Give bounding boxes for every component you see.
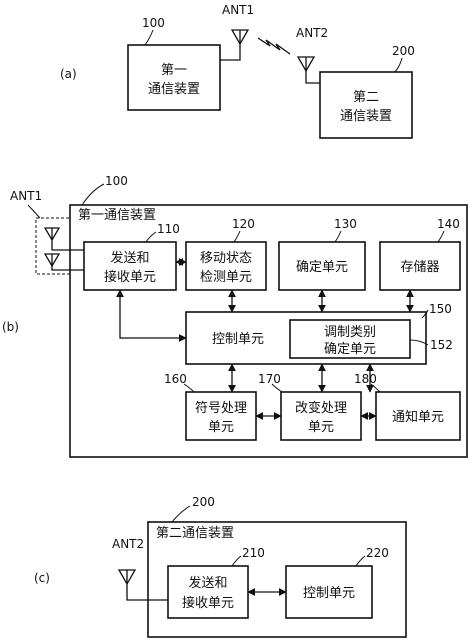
mod-type-line1: 调制类别 bbox=[324, 325, 376, 340]
second-device-title: 第二通信装置 bbox=[156, 526, 234, 541]
mobility-detect-line1: 移动状态 bbox=[200, 251, 252, 266]
change-process-box bbox=[280, 391, 362, 441]
part-label-a: (a) bbox=[60, 67, 77, 81]
figure-a: (a) 100 第一 通信装置 ANT1 ANT2 200 第二 通信装置 bbox=[60, 3, 415, 139]
leader-150 bbox=[421, 309, 429, 319]
figure-b: (b) ANT1 100 第一通信装置 110 发送和 接收单元 120 移动状… bbox=[2, 174, 468, 458]
leader-200-c bbox=[171, 505, 191, 523]
leader-152 bbox=[409, 339, 429, 346]
second-device-line1: 第二 bbox=[353, 90, 379, 105]
antenna-icon bbox=[117, 569, 168, 601]
change-process-line2: 单元 bbox=[308, 420, 334, 435]
antenna-icon bbox=[220, 29, 250, 61]
ref-140: 140 bbox=[437, 217, 460, 231]
ant1-label-b: ANT1 bbox=[10, 189, 42, 203]
ref-210: 210 bbox=[242, 546, 265, 560]
ant2-label-c: ANT2 bbox=[112, 537, 144, 551]
tx-rx-unit-line1: 发送和 bbox=[110, 250, 149, 266]
leader-120 bbox=[233, 230, 241, 243]
storage-label: 存储器 bbox=[400, 260, 439, 275]
ant2-label-a: ANT2 bbox=[296, 26, 328, 40]
connection-arrows bbox=[116, 258, 414, 420]
first-device-line1: 第一 bbox=[161, 63, 187, 78]
determine-unit-box bbox=[278, 241, 366, 291]
control-unit-label: 控制单元 bbox=[212, 332, 264, 347]
antenna-icon bbox=[43, 253, 84, 271]
mod-type-determine-box bbox=[289, 319, 411, 359]
ref-152: 152 bbox=[430, 338, 453, 352]
ant1-label-a: ANT1 bbox=[222, 3, 254, 17]
ref-150: 150 bbox=[429, 302, 452, 316]
ref-110: 110 bbox=[157, 222, 180, 236]
symbol-process-box bbox=[185, 391, 257, 441]
mobility-detect-box bbox=[185, 241, 267, 291]
tx-rx-unit-c-box bbox=[167, 565, 249, 619]
leader-130 bbox=[334, 230, 342, 243]
leader-110 bbox=[145, 231, 157, 243]
ref-220: 220 bbox=[366, 546, 389, 560]
control-unit-c-label: 控制单元 bbox=[303, 586, 355, 601]
ref-100-a: 100 bbox=[142, 16, 165, 30]
leader-100-b bbox=[81, 183, 105, 206]
ref-180: 180 bbox=[354, 372, 377, 386]
first-device-line2: 通信装置 bbox=[148, 82, 200, 97]
ref-130: 130 bbox=[334, 217, 357, 231]
change-process-line1: 改变处理 bbox=[295, 400, 347, 416]
part-label-c: (c) bbox=[34, 571, 50, 585]
second-device-line2: 通信装置 bbox=[340, 109, 392, 124]
ref-120: 120 bbox=[232, 217, 255, 231]
storage-box bbox=[379, 241, 461, 291]
leader-220 bbox=[355, 555, 366, 567]
leader-ant1-b bbox=[27, 204, 41, 219]
figure-c: (c) 200 第二通信装置 ANT2 210 发送和 接收单元 220 控制单… bbox=[34, 495, 407, 638]
mod-type-line2: 确定单元 bbox=[324, 342, 376, 357]
tx-rx-unit-c-line2: 接收单元 bbox=[182, 595, 234, 611]
antenna-group-frame bbox=[35, 217, 71, 275]
mobility-detect-line2: 检测单元 bbox=[200, 270, 252, 285]
leader-210 bbox=[231, 555, 242, 567]
tx-rx-unit-c-line1: 发送和 bbox=[188, 575, 227, 591]
antenna-icon bbox=[43, 227, 84, 251]
symbol-process-line2: 单元 bbox=[208, 420, 234, 435]
control-unit-c-box bbox=[285, 565, 373, 619]
symbol-process-line1: 符号处理 bbox=[195, 400, 247, 416]
notify-unit-label: 通知单元 bbox=[392, 409, 444, 425]
first-device-title: 第一通信装置 bbox=[78, 208, 156, 223]
antenna-icon bbox=[296, 56, 320, 84]
tx-rx-unit-box bbox=[83, 241, 177, 291]
ref-100-b: 100 bbox=[105, 174, 128, 188]
ref-170: 170 bbox=[258, 372, 281, 386]
determine-unit-label: 确定单元 bbox=[296, 260, 348, 275]
leader-100-a bbox=[144, 29, 154, 46]
part-label-b: (b) bbox=[2, 320, 19, 334]
radio-link-icon bbox=[257, 37, 291, 55]
ref-160: 160 bbox=[164, 372, 187, 386]
notify-unit-box bbox=[375, 391, 461, 441]
leader-200-a bbox=[394, 57, 403, 73]
ref-200-a: 200 bbox=[392, 44, 415, 58]
leader-140 bbox=[437, 230, 445, 243]
second-device-box bbox=[319, 71, 413, 139]
first-device-box bbox=[127, 44, 221, 111]
tx-rx-unit-line2: 接收单元 bbox=[104, 269, 156, 285]
ref-200-c: 200 bbox=[192, 495, 215, 509]
